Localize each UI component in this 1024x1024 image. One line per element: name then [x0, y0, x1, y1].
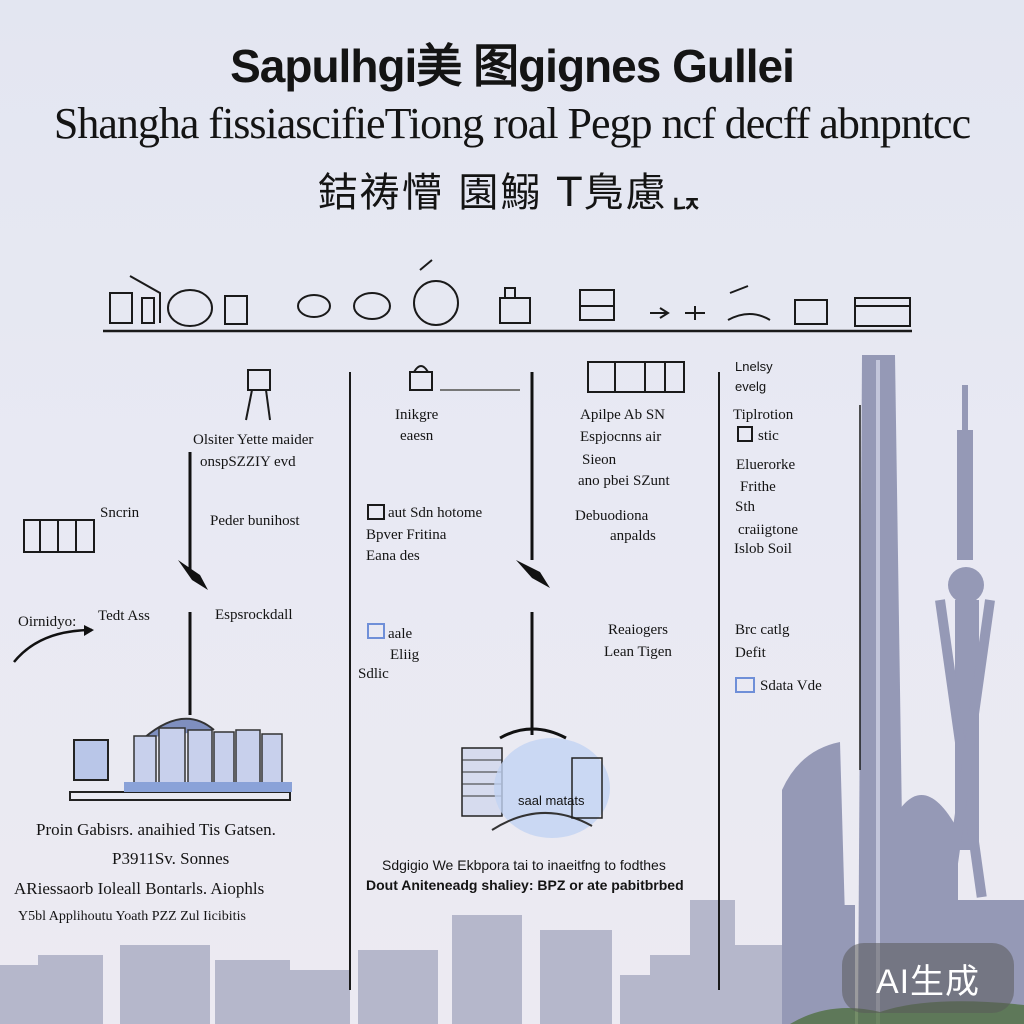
left-note-3: Peder bunihost — [210, 513, 300, 529]
chinese-heading: 銡祷懵 園鰯 T鳬慮ᆬ — [317, 170, 707, 216]
rmid-note-2: Espjocnns air — [580, 429, 662, 445]
square-icon-2 — [737, 426, 753, 442]
left-note-2: onspSZZIY evd — [200, 454, 296, 470]
right-note-4: stic — [758, 428, 779, 444]
factory-illustration — [461, 738, 610, 838]
right-note-9: Islob Soil — [734, 541, 792, 557]
mid-note-2: eaesn — [400, 428, 434, 444]
desk-icon — [499, 287, 615, 324]
right-note-2: evelg — [735, 379, 767, 394]
link-icon — [297, 259, 459, 326]
factory-caption: saal matats — [518, 793, 585, 808]
square-icon-3 — [735, 677, 755, 693]
mid-note-3: aut Sdn hotome — [388, 505, 483, 521]
rmid-note-4: ano pbei SZunt — [578, 473, 670, 489]
arrow-icon — [650, 285, 771, 321]
mid-note-7: Eliig — [390, 647, 420, 663]
right-note-5: Eluerorke — [736, 457, 796, 473]
rmid-note-3: Sieon — [582, 452, 617, 468]
footer-left-1: Proin Gabisrs. anaihied Tis Gatsen. — [36, 820, 276, 839]
right-note-12: Sdata Vde — [760, 678, 822, 694]
cabinet-icon — [587, 361, 685, 393]
footer-left-2: P3911Sv. Sonnes — [112, 849, 230, 868]
rmid-note-7: Reaiogers — [608, 622, 668, 638]
rmid-note-5: Debuodiona — [575, 508, 649, 524]
right-note-7: Sth — [735, 499, 756, 515]
mid-note-6: aale — [388, 626, 413, 642]
left-note-4: Espsrockdall — [215, 607, 293, 623]
footer-right-2: Dout Aniteneadg shaliey: BPZ or ate pabi… — [366, 877, 684, 893]
right-note-3: Tiplrotion — [733, 407, 794, 423]
checkbox-icon — [367, 504, 385, 520]
rmid-note-8: Lean Tigen — [604, 644, 672, 660]
mid-note-1: Inikgre — [395, 407, 439, 423]
stand-icon — [245, 369, 271, 421]
right-note-11: Defit — [735, 645, 766, 661]
lock-icon — [409, 365, 520, 391]
page-title: Sapulhgi美 图gignes Gullei — [230, 40, 795, 92]
curve-label: Oirnidyo: — [18, 614, 77, 630]
right-note-1: Lnelsy — [735, 359, 773, 374]
right-note-10: Brc catlg — [735, 622, 790, 638]
convention-center-illustration — [69, 717, 292, 801]
footer-left-3: ARiessaorb Ioleall Bontarls. Aiophls — [14, 879, 265, 898]
window-icon — [794, 297, 911, 327]
building-icon — [109, 275, 161, 324]
mid-note-8: Sdlic — [358, 666, 389, 682]
mid-note-5: Eana des — [366, 548, 420, 564]
left-note-1: Olsiter Yette maider — [193, 432, 314, 448]
footer-left-4: Y5bl Applihoutu Yoath PZZ Zul Iicibitis — [18, 909, 246, 924]
page-subtitle: Shangha fissiascifieTiong roal Pegp ncf … — [53, 99, 971, 148]
rmid-note-6: anpalds — [610, 528, 656, 544]
ai-generated-badge: AI生成 — [842, 943, 1014, 1013]
arrow-head-left — [178, 560, 208, 590]
right-note-6: Frithe — [740, 479, 776, 495]
right-note-8: craiigtone — [738, 522, 798, 538]
footer-right-1: Sdgigio We Ekbpora tai to inaeitfng to f… — [382, 857, 666, 873]
box-icon — [23, 519, 95, 553]
icon-row — [103, 259, 912, 333]
rmid-note-1: Apilpe Ab SN — [580, 407, 666, 423]
square-icon — [367, 623, 385, 639]
arrow-head-mid — [516, 560, 550, 588]
curve-label-2: Tedt Ass — [98, 608, 150, 624]
left-box-label: Sncrin — [100, 505, 140, 521]
mid-note-4: Bpver Fritina — [366, 527, 447, 543]
dome-icon — [167, 289, 248, 327]
